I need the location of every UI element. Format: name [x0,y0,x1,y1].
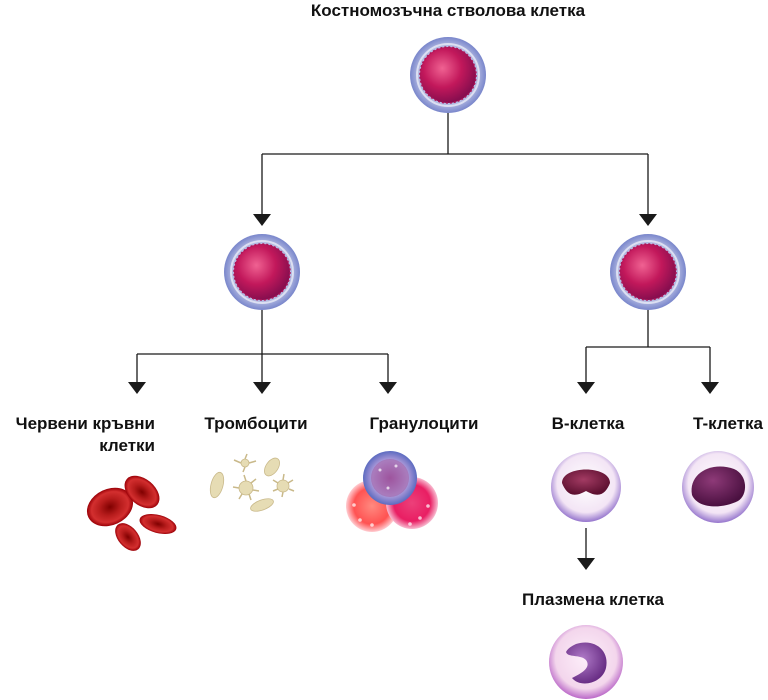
arrow-head-platelets [253,382,271,394]
plasma-cell-icon [549,625,623,699]
myeloid-progenitor-icon [224,234,300,310]
label-b-cell: B-клетка [551,414,625,433]
arrow-heads [128,214,719,570]
arrow-head-rbc [128,382,146,394]
arrow-head-myeloid [253,214,271,226]
t-cell-icon [682,451,754,523]
label-rbc-line2: клетки [99,436,155,455]
label-rbc-line1: Червени кръвни [15,414,155,433]
stem-cell-icon [410,37,486,113]
granulocytes-icon [346,451,438,532]
label-plasma-cell: Плазмена клетка [522,590,664,609]
connector-lines [136,112,711,558]
arrow-head-plasma [577,558,595,570]
b-cell-icon [551,452,621,522]
arrow-head-b-cell [577,382,595,394]
arrow-head-t-cell [701,382,719,394]
red-blood-cells-icon [86,475,177,551]
title-stem-cell: Костномозъчна стволова клетка [310,1,586,20]
lymphoid-progenitor-icon [610,234,686,310]
platelets-icon [209,453,295,512]
arrow-head-lymphoid [639,214,657,226]
label-platelets: Тромбоцити [204,414,308,433]
label-red-blood-cells: Червени кръвни клетки [16,413,155,457]
label-t-cell: T-клетка [693,414,763,433]
arrow-head-granulocytes [379,382,397,394]
label-granulocytes: Гранулоцити [369,414,479,433]
